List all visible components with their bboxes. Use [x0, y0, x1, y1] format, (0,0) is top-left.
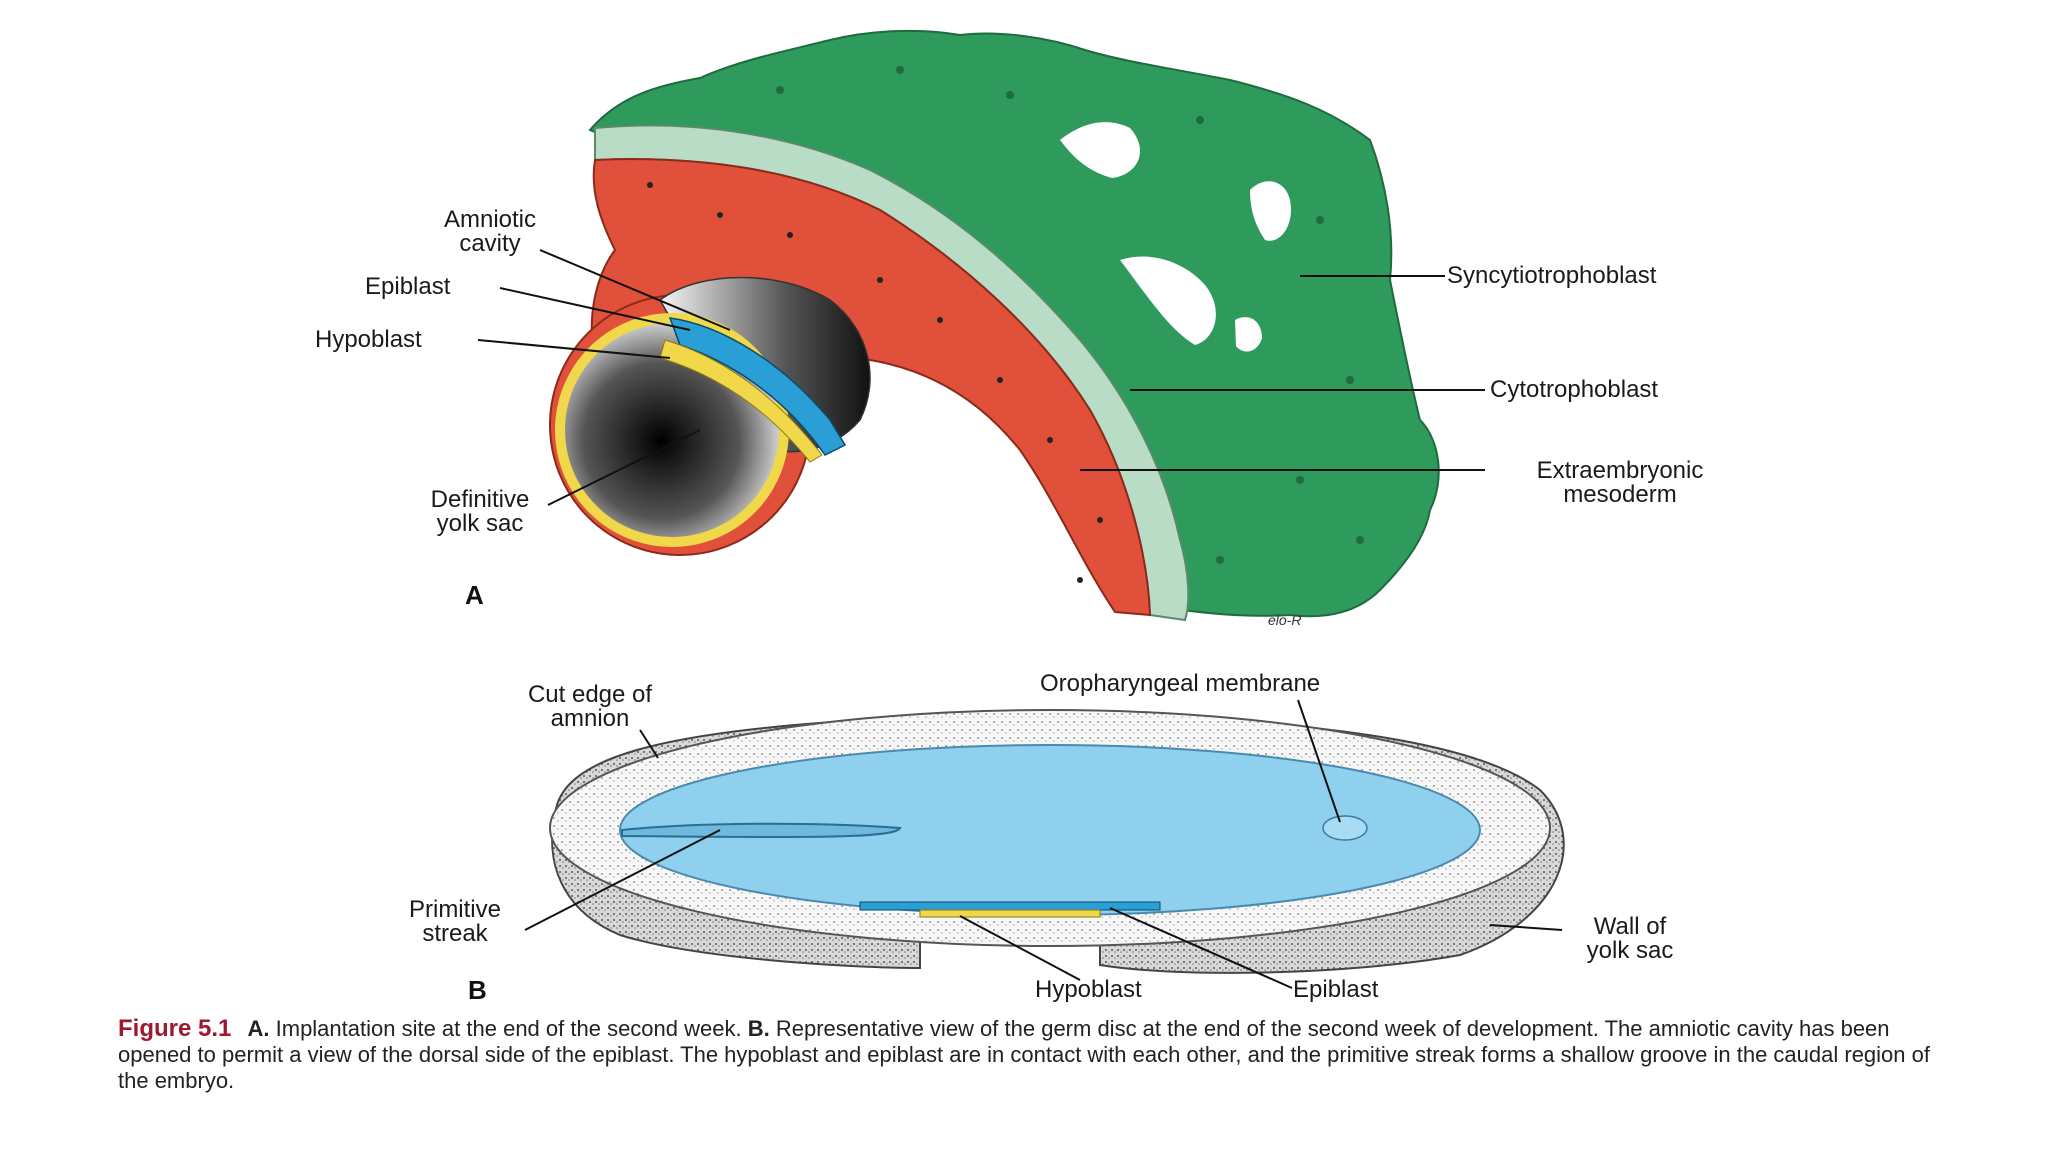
section-hypoblast	[920, 910, 1100, 917]
label-definitive-yolk-sac: Definitive yolk sac	[400, 488, 560, 536]
artist-signature: elo-R	[1268, 608, 1301, 632]
label-primitive-streak-line2: streak	[385, 922, 525, 946]
label-epiblast-b: Epiblast	[1293, 978, 1378, 1002]
caption-part-a-letter: A.	[248, 1016, 270, 1041]
label-yolk-sac-line2: yolk sac	[400, 512, 560, 536]
label-amniotic-cavity: Amniotic cavity	[410, 208, 570, 256]
label-primitive-streak-line1: Primitive	[385, 898, 525, 922]
label-oropharyngeal-membrane: Oropharyngeal membrane	[1040, 672, 1320, 696]
label-mesoderm-line1: Extraembryonic	[1485, 459, 1755, 483]
label-epiblast-a: Epiblast	[365, 275, 450, 299]
label-amniotic-cavity-line2: cavity	[410, 232, 570, 256]
label-primitive-streak: Primitive streak	[385, 898, 525, 946]
oropharyngeal-membrane	[1323, 816, 1367, 840]
label-wall-yolk-sac: Wall of yolk sac	[1555, 915, 1705, 963]
figure-caption: Figure 5.1 A. Implantation site at the e…	[118, 1016, 1948, 1094]
label-wall-yolk-sac-line1: Wall of	[1555, 915, 1705, 939]
primitive-streak	[622, 824, 900, 837]
label-cytotrophoblast: Cytotrophoblast	[1490, 378, 1658, 402]
label-hypoblast-b: Hypoblast	[1035, 978, 1142, 1002]
label-amniotic-cavity-line1: Amniotic	[410, 208, 570, 232]
caption-part-b-letter: B.	[748, 1016, 770, 1041]
panel-letter-b: B	[468, 975, 487, 1006]
section-epiblast	[860, 902, 1160, 910]
label-yolk-sac-line1: Definitive	[400, 488, 560, 512]
label-syncytiotrophoblast: Syncytiotrophoblast	[1447, 264, 1656, 288]
panel-letter-a: A	[465, 580, 484, 611]
caption-figure-label: Figure 5.1	[118, 1015, 231, 1042]
panel-a-illustration	[550, 31, 1439, 620]
label-cut-edge-amnion: Cut edge of amnion	[485, 683, 695, 731]
label-cut-edge-line1: Cut edge of	[485, 683, 695, 707]
caption-part-a-text: Implantation site at the end of the seco…	[276, 1016, 742, 1041]
label-extraembryonic-mesoderm: Extraembryonic mesoderm	[1485, 459, 1755, 507]
label-mesoderm-line2: mesoderm	[1485, 483, 1755, 507]
label-cut-edge-line2: amnion	[485, 707, 695, 731]
panel-b-illustration	[550, 710, 1564, 973]
label-hypoblast-a: Hypoblast	[315, 328, 422, 352]
label-wall-yolk-sac-line2: yolk sac	[1555, 939, 1705, 963]
